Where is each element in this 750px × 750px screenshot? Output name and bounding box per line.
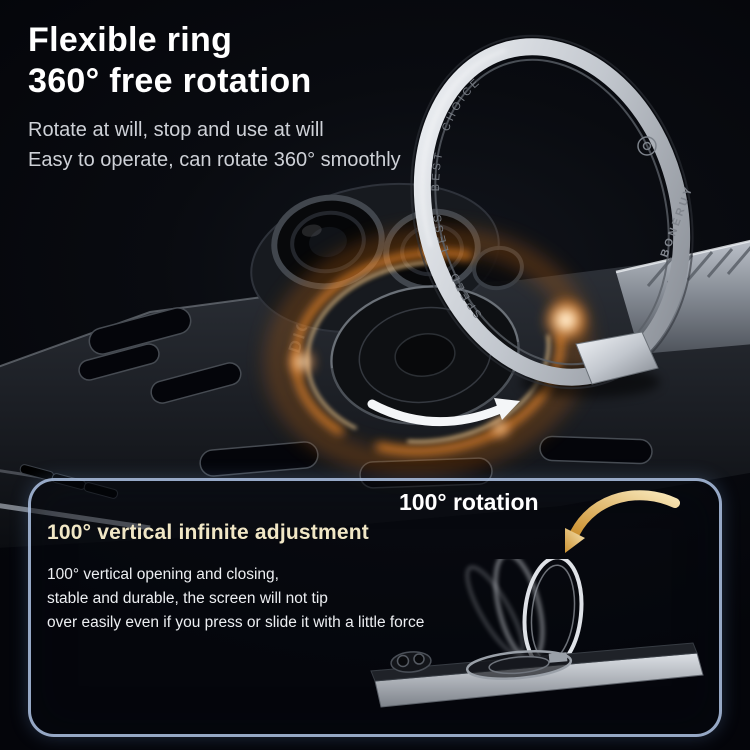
panel-body-line-2: stable and durable, the screen will not … bbox=[47, 590, 328, 608]
ring-logo-icon bbox=[637, 136, 657, 156]
glow-hotspot bbox=[542, 296, 590, 344]
speaker-slots bbox=[19, 464, 119, 499]
panel-body-line-1: 100° vertical opening and closing, bbox=[47, 566, 279, 583]
panel-body: 100° vertical opening and closing, stabl… bbox=[47, 563, 424, 635]
ring-hinge-bracket bbox=[575, 331, 659, 385]
panel-title: 100° vertical infinite adjustment bbox=[47, 521, 369, 544]
info-panel: 100° rotation 100° vertical infinite adj… bbox=[28, 478, 722, 737]
subtitle-block: Rotate at will, stop and use at will Eas… bbox=[28, 115, 401, 175]
title-line-1: Flexible ring bbox=[28, 21, 233, 59]
subtitle-line-1: Rotate at will, stop and use at will bbox=[28, 118, 324, 141]
mini-phone bbox=[370, 642, 704, 708]
panel-body-line-3: over easily even if you press or slide i… bbox=[47, 614, 425, 632]
rotation-arrow-icon bbox=[367, 398, 520, 427]
subtitle-line-2: Easy to operate, can rotate 360° smoothl… bbox=[28, 148, 401, 171]
headline-block: Flexible ring 360° free rotation Rotate … bbox=[28, 20, 401, 175]
glow-ring bbox=[266, 229, 590, 475]
stand-angle-illustration bbox=[370, 559, 704, 708]
rotation-label: 100° rotation bbox=[399, 489, 539, 515]
page-title: Flexible ring 360° free rotation bbox=[28, 20, 401, 102]
title-line-2: 360° free rotation bbox=[28, 61, 312, 100]
gold-rotation-arrow-icon bbox=[565, 490, 680, 553]
